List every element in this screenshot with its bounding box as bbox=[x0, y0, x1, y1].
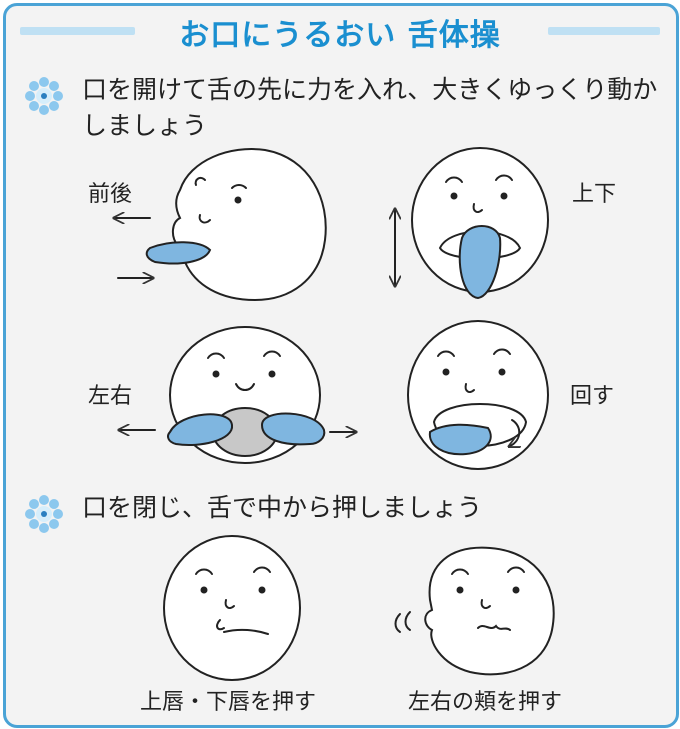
arrow-rotate bbox=[510, 419, 519, 446]
tongue-front-back bbox=[145, 241, 212, 265]
tongue-up-down bbox=[458, 225, 502, 300]
page-title: お口にうるおい 舌体操 bbox=[179, 18, 501, 53]
tongue-right bbox=[260, 412, 326, 446]
label-rotate: 回す bbox=[570, 384, 615, 409]
tongue-left bbox=[167, 413, 233, 446]
title-bar-left bbox=[20, 27, 135, 35]
instruction-open-mouth: 口を開けて舌の先に力を入れ、大きくゆっくり動かしましょう bbox=[24, 72, 664, 152]
flower-bullet-icon bbox=[25, 495, 63, 533]
flower-bullet-icon bbox=[25, 77, 63, 115]
instruction-text-1: 口を開けて舌の先に力を入れ、大きくゆっくり動かしましょう bbox=[82, 75, 658, 140]
caption-cheeks: 左右の頬を押す bbox=[408, 690, 563, 715]
face-lips-push bbox=[163, 535, 301, 681]
title-bar-right bbox=[548, 27, 660, 35]
face-cheeks-push bbox=[394, 546, 555, 676]
panel-card bbox=[3, 3, 679, 728]
instruction-text-2: 口を閉じ、舌で中から押しましょう bbox=[82, 493, 483, 522]
title-row: お口にうるおい 舌体操 bbox=[0, 10, 680, 53]
instruction-close-mouth: 口を閉じ、舌で中から押しましょう bbox=[24, 490, 664, 533]
caption-lips: 上唇・下唇を押す bbox=[140, 690, 317, 715]
label-left-right: 左右 bbox=[88, 384, 133, 409]
label-up-down: 上下 bbox=[572, 182, 617, 207]
label-front-back: 前後 bbox=[88, 182, 133, 207]
face-front-back bbox=[172, 148, 327, 302]
tongue-rotate bbox=[428, 423, 492, 456]
